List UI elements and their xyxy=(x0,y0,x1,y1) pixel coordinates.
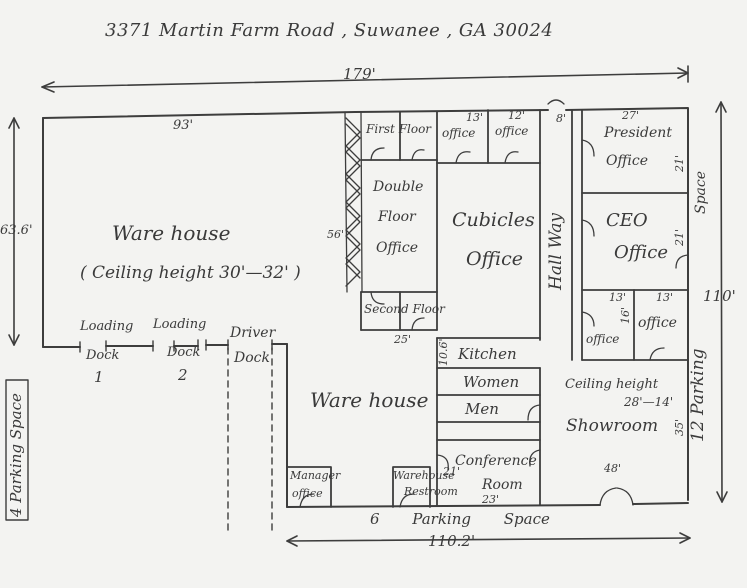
cubicles-office-line1: Cubicles xyxy=(452,209,535,231)
office-a-label: office xyxy=(442,126,476,140)
dim-right-height: 110' xyxy=(703,287,736,305)
ceo-office-line1: CEO xyxy=(606,210,648,231)
office-c-label: office xyxy=(586,332,620,346)
warehouse-main-label: Ware house xyxy=(112,221,231,245)
parking-left-label: 4 Parking Space xyxy=(7,393,25,517)
ceo-office-line2: Office xyxy=(614,242,668,263)
dim-showroom-width: 48' xyxy=(604,462,622,475)
dim-overall-width: 179' xyxy=(343,65,376,83)
dim-warehouse-width: 93' xyxy=(173,118,194,133)
showroom-ceiling-label: Ceiling height xyxy=(565,377,659,392)
dim-showroom-depth: 35' xyxy=(673,418,686,436)
door-swings xyxy=(299,99,689,508)
women-label: Women xyxy=(463,373,520,391)
warehouse-lower-label: Ware house xyxy=(310,388,429,412)
dim-second-floor-width: 25' xyxy=(394,333,412,346)
manager-office-line1: Manager xyxy=(290,469,341,482)
loading-dock-2-num: 2 xyxy=(178,366,188,384)
office-b-label: office xyxy=(495,124,529,138)
restroom-line1: Warehouse xyxy=(393,469,455,482)
president-office-line1: President xyxy=(604,125,672,141)
parking-right-label: 12 Parking xyxy=(688,348,708,442)
dim-conference-width: 23' xyxy=(482,493,500,506)
overall-width-arrow xyxy=(41,65,689,93)
dim-office-depth: 16' xyxy=(619,306,632,324)
driver-dock-line2: Dock xyxy=(234,350,270,366)
dim-office1-width: 13' xyxy=(466,111,484,124)
showroom-ceiling-value: 28'—14' xyxy=(624,395,674,409)
conference-line2: Room xyxy=(482,477,523,493)
loading-dock-2-line2: Dock xyxy=(167,345,201,360)
manager-office-line2: office xyxy=(292,487,323,500)
dim-president-depth: 21' xyxy=(673,154,686,172)
dim-office3-width: 13' xyxy=(609,291,627,304)
dim-conference-depth: 21' xyxy=(443,465,461,478)
warehouse-ceiling-note: ( Ceiling height 30'—32' ) xyxy=(80,263,301,283)
men-label: Men xyxy=(465,400,499,418)
parking-bottom-label: 6 Parking Space xyxy=(370,510,550,528)
hallway-label: Hall Way xyxy=(546,213,566,290)
second-floor-label: Second Floor xyxy=(364,302,445,316)
dim-ceo-depth: 21' xyxy=(673,228,686,246)
parking-right-top-label: Space xyxy=(693,170,709,214)
double-floor-office-line1: Double xyxy=(373,179,424,195)
conference-line1: Conference xyxy=(455,453,537,469)
building-outline xyxy=(42,107,689,508)
loading-dock-1-line2: Dock xyxy=(86,348,120,363)
driver-dock-line1: Driver xyxy=(230,325,276,341)
address-title: 3371 Martin Farm Road , Suwanee , GA 300… xyxy=(105,20,554,41)
office-walls xyxy=(287,109,689,508)
showroom-label: Showroom xyxy=(566,416,659,436)
bottom-width-arrow xyxy=(286,532,691,547)
restroom-line2: Restroom xyxy=(404,485,458,498)
double-floor-office-line3: Office xyxy=(376,240,418,256)
loading-dock-1-num: 1 xyxy=(94,368,104,386)
loading-dock-2-line1: Loading xyxy=(153,317,207,332)
dim-stair-width: 56' xyxy=(327,228,345,241)
kitchen-label: Kitchen xyxy=(458,345,517,363)
double-floor-office-line2: Floor xyxy=(378,209,416,225)
loading-dock-1-line1: Loading xyxy=(80,319,134,334)
dim-left-height: 63.6' xyxy=(0,223,33,238)
first-floor-label: First Floor xyxy=(366,122,432,136)
dock-markers xyxy=(79,339,273,531)
dim-kitchen-depth: 10.6' xyxy=(437,338,450,366)
dim-hall-width: 8' xyxy=(556,112,567,125)
dim-president-width: 27' xyxy=(622,109,640,122)
left-height-arrow xyxy=(8,117,20,346)
dim-office4-width: 13' xyxy=(656,291,674,304)
office-d-label: office xyxy=(638,315,677,331)
dim-office2-width: 12' xyxy=(508,109,526,122)
dim-bottom-width: 110.2' xyxy=(428,532,476,550)
right-height-arrow xyxy=(715,101,728,503)
president-office-line2: Office xyxy=(606,153,648,169)
staircase xyxy=(344,111,363,293)
cubicles-office-line2: Office xyxy=(466,248,523,270)
parking-box-left xyxy=(5,379,29,521)
